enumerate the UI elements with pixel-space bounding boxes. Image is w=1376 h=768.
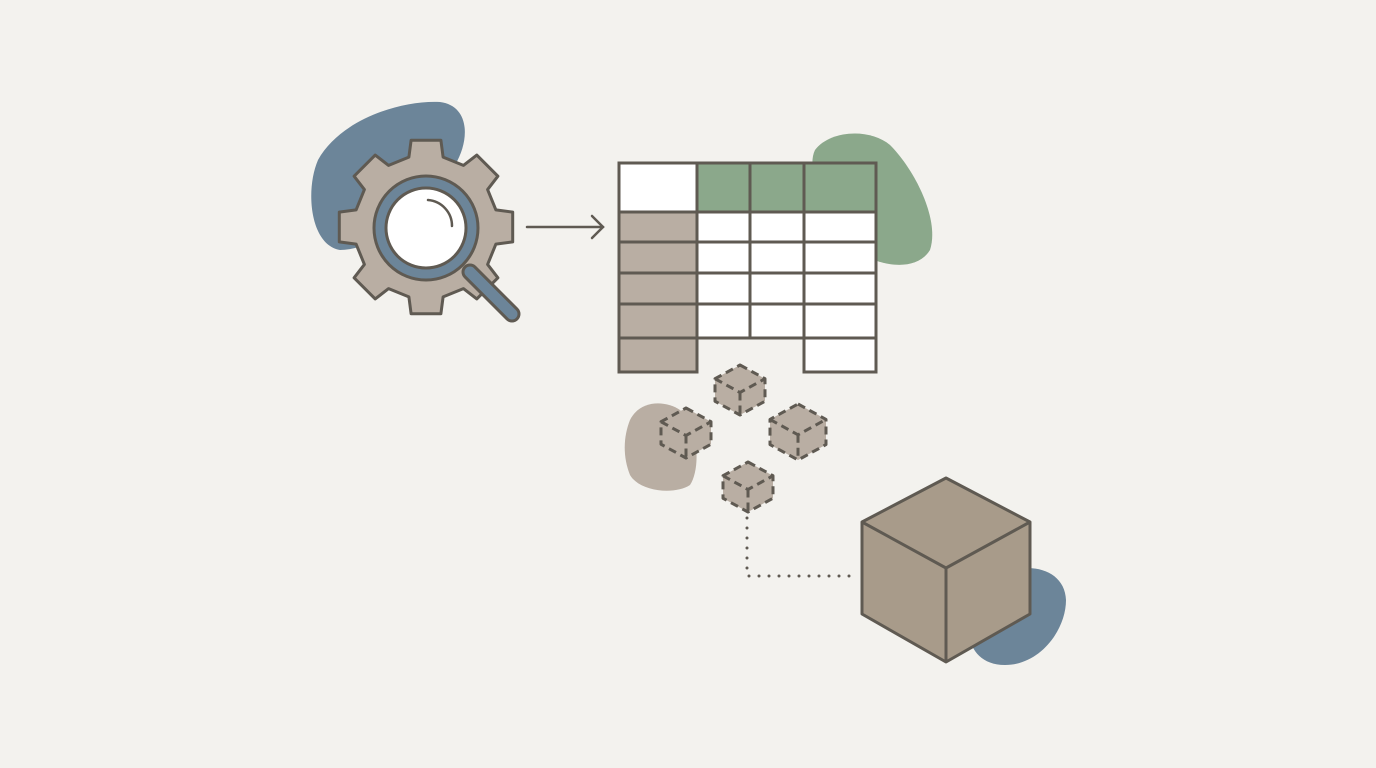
magnifier-handle-fill xyxy=(464,266,518,320)
table-grid-icon xyxy=(617,161,878,374)
lens-glint xyxy=(426,198,454,228)
dashed-cube-icon xyxy=(659,406,713,460)
dashed-cube-icon xyxy=(768,402,828,462)
magnifier-lens xyxy=(384,186,468,270)
arrow-right-icon xyxy=(525,214,605,240)
solid-cube-icon xyxy=(860,476,1032,664)
dashed-cube-icon xyxy=(721,460,775,514)
dotted-connector xyxy=(745,516,852,578)
dashed-cube-icon xyxy=(713,363,767,417)
